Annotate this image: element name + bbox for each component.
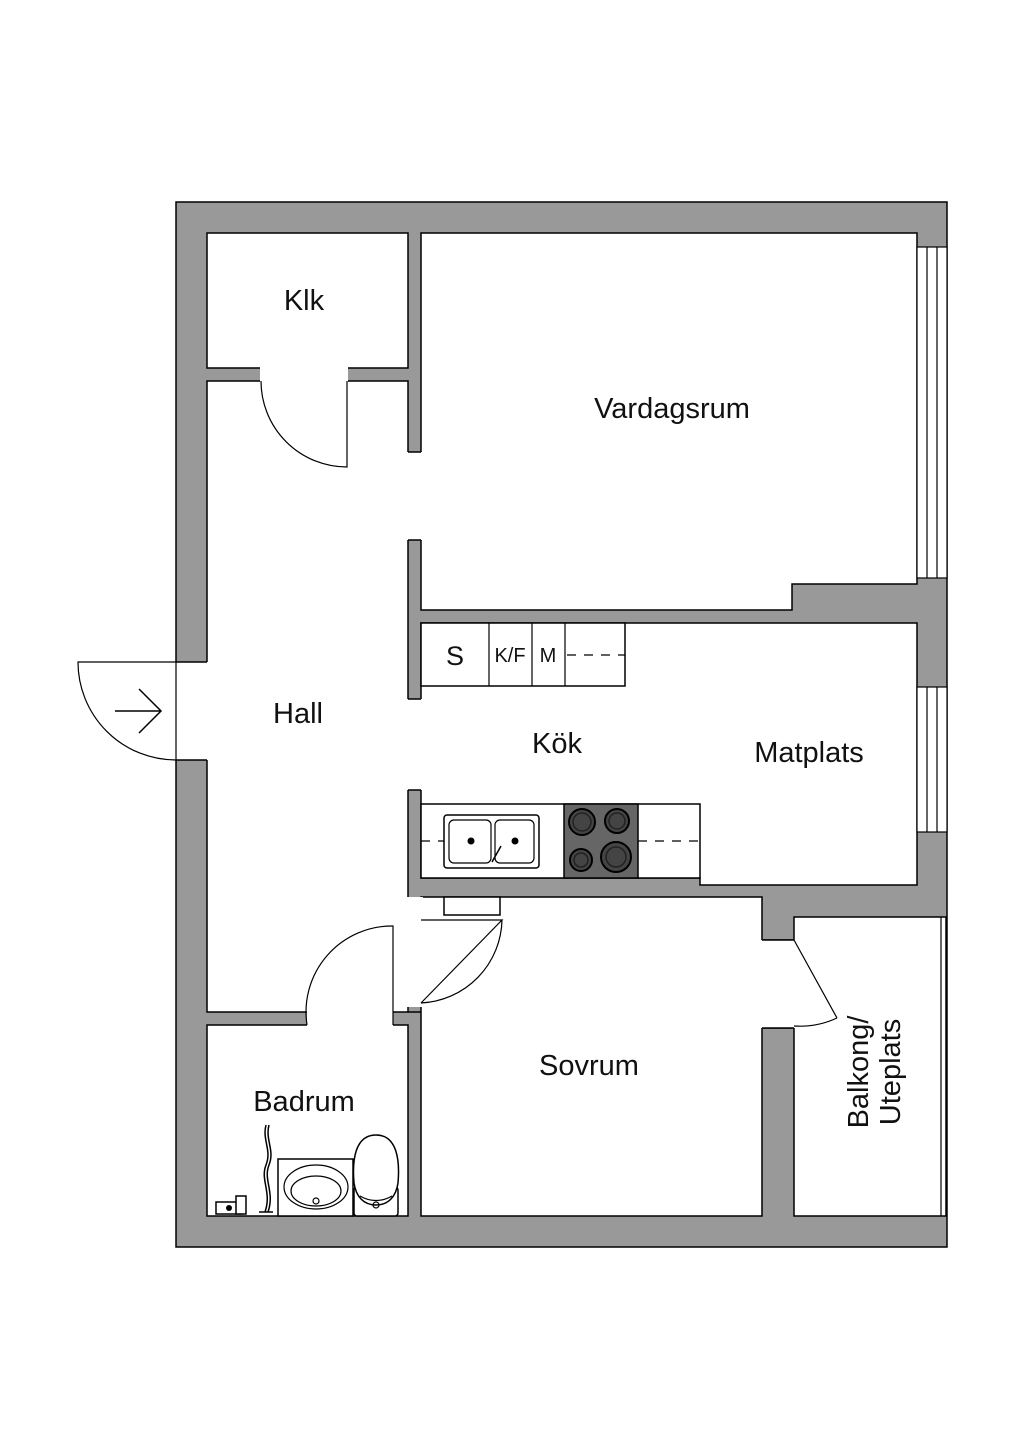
door-klk[interactable] xyxy=(260,380,348,468)
toilet-icon xyxy=(352,1134,400,1217)
door-entrance[interactable] xyxy=(77,661,177,761)
door-sovrum[interactable] xyxy=(420,919,504,1004)
towel-radiator-icon xyxy=(259,1124,273,1213)
unit-kf-label: K/F xyxy=(494,645,525,667)
room-label-balkong-line1: Balkong/ xyxy=(843,1015,875,1129)
room-label-vardagsrum: Vardagsrum xyxy=(594,393,750,425)
opening-klk xyxy=(260,366,348,383)
window-vardagsrum xyxy=(916,246,948,579)
room-label-hall: Hall xyxy=(273,698,323,730)
room-balkong xyxy=(793,916,947,1217)
four-burner-stove-icon xyxy=(563,803,639,879)
washbasin-icon xyxy=(277,1158,354,1217)
door-badrum[interactable] xyxy=(305,925,394,1026)
opening-hall-kok xyxy=(406,699,424,790)
opening-hall-vardagsrum xyxy=(406,452,424,540)
room-vardagsrum xyxy=(420,232,918,611)
opening-balkong xyxy=(760,940,796,1028)
room-label-sovrum: Sovrum xyxy=(539,1050,639,1082)
room-label-balkong-line2: Uteplats xyxy=(875,1019,907,1125)
room-klk xyxy=(206,232,409,369)
opening-sovrum xyxy=(406,897,423,1007)
opening-entrance xyxy=(174,662,209,760)
kitchen-upper-units xyxy=(420,622,626,687)
window-matplats xyxy=(916,686,948,833)
room-label-kok: Kök xyxy=(532,728,582,760)
bedroom-shelf xyxy=(443,896,501,916)
unit-s-label: S xyxy=(446,641,464,671)
unit-m-label: M xyxy=(540,645,557,667)
floor-drain-icon xyxy=(215,1195,247,1215)
door-balkong[interactable] xyxy=(793,939,838,1027)
room-label-badrum: Badrum xyxy=(253,1086,355,1118)
double-sink-icon xyxy=(443,814,540,869)
room-label-matplats: Matplats xyxy=(754,737,864,769)
arrow-right-icon xyxy=(115,688,163,734)
room-label-klk: Klk xyxy=(284,285,325,317)
opening-badrum xyxy=(307,1010,393,1027)
room-hall xyxy=(206,380,409,1013)
